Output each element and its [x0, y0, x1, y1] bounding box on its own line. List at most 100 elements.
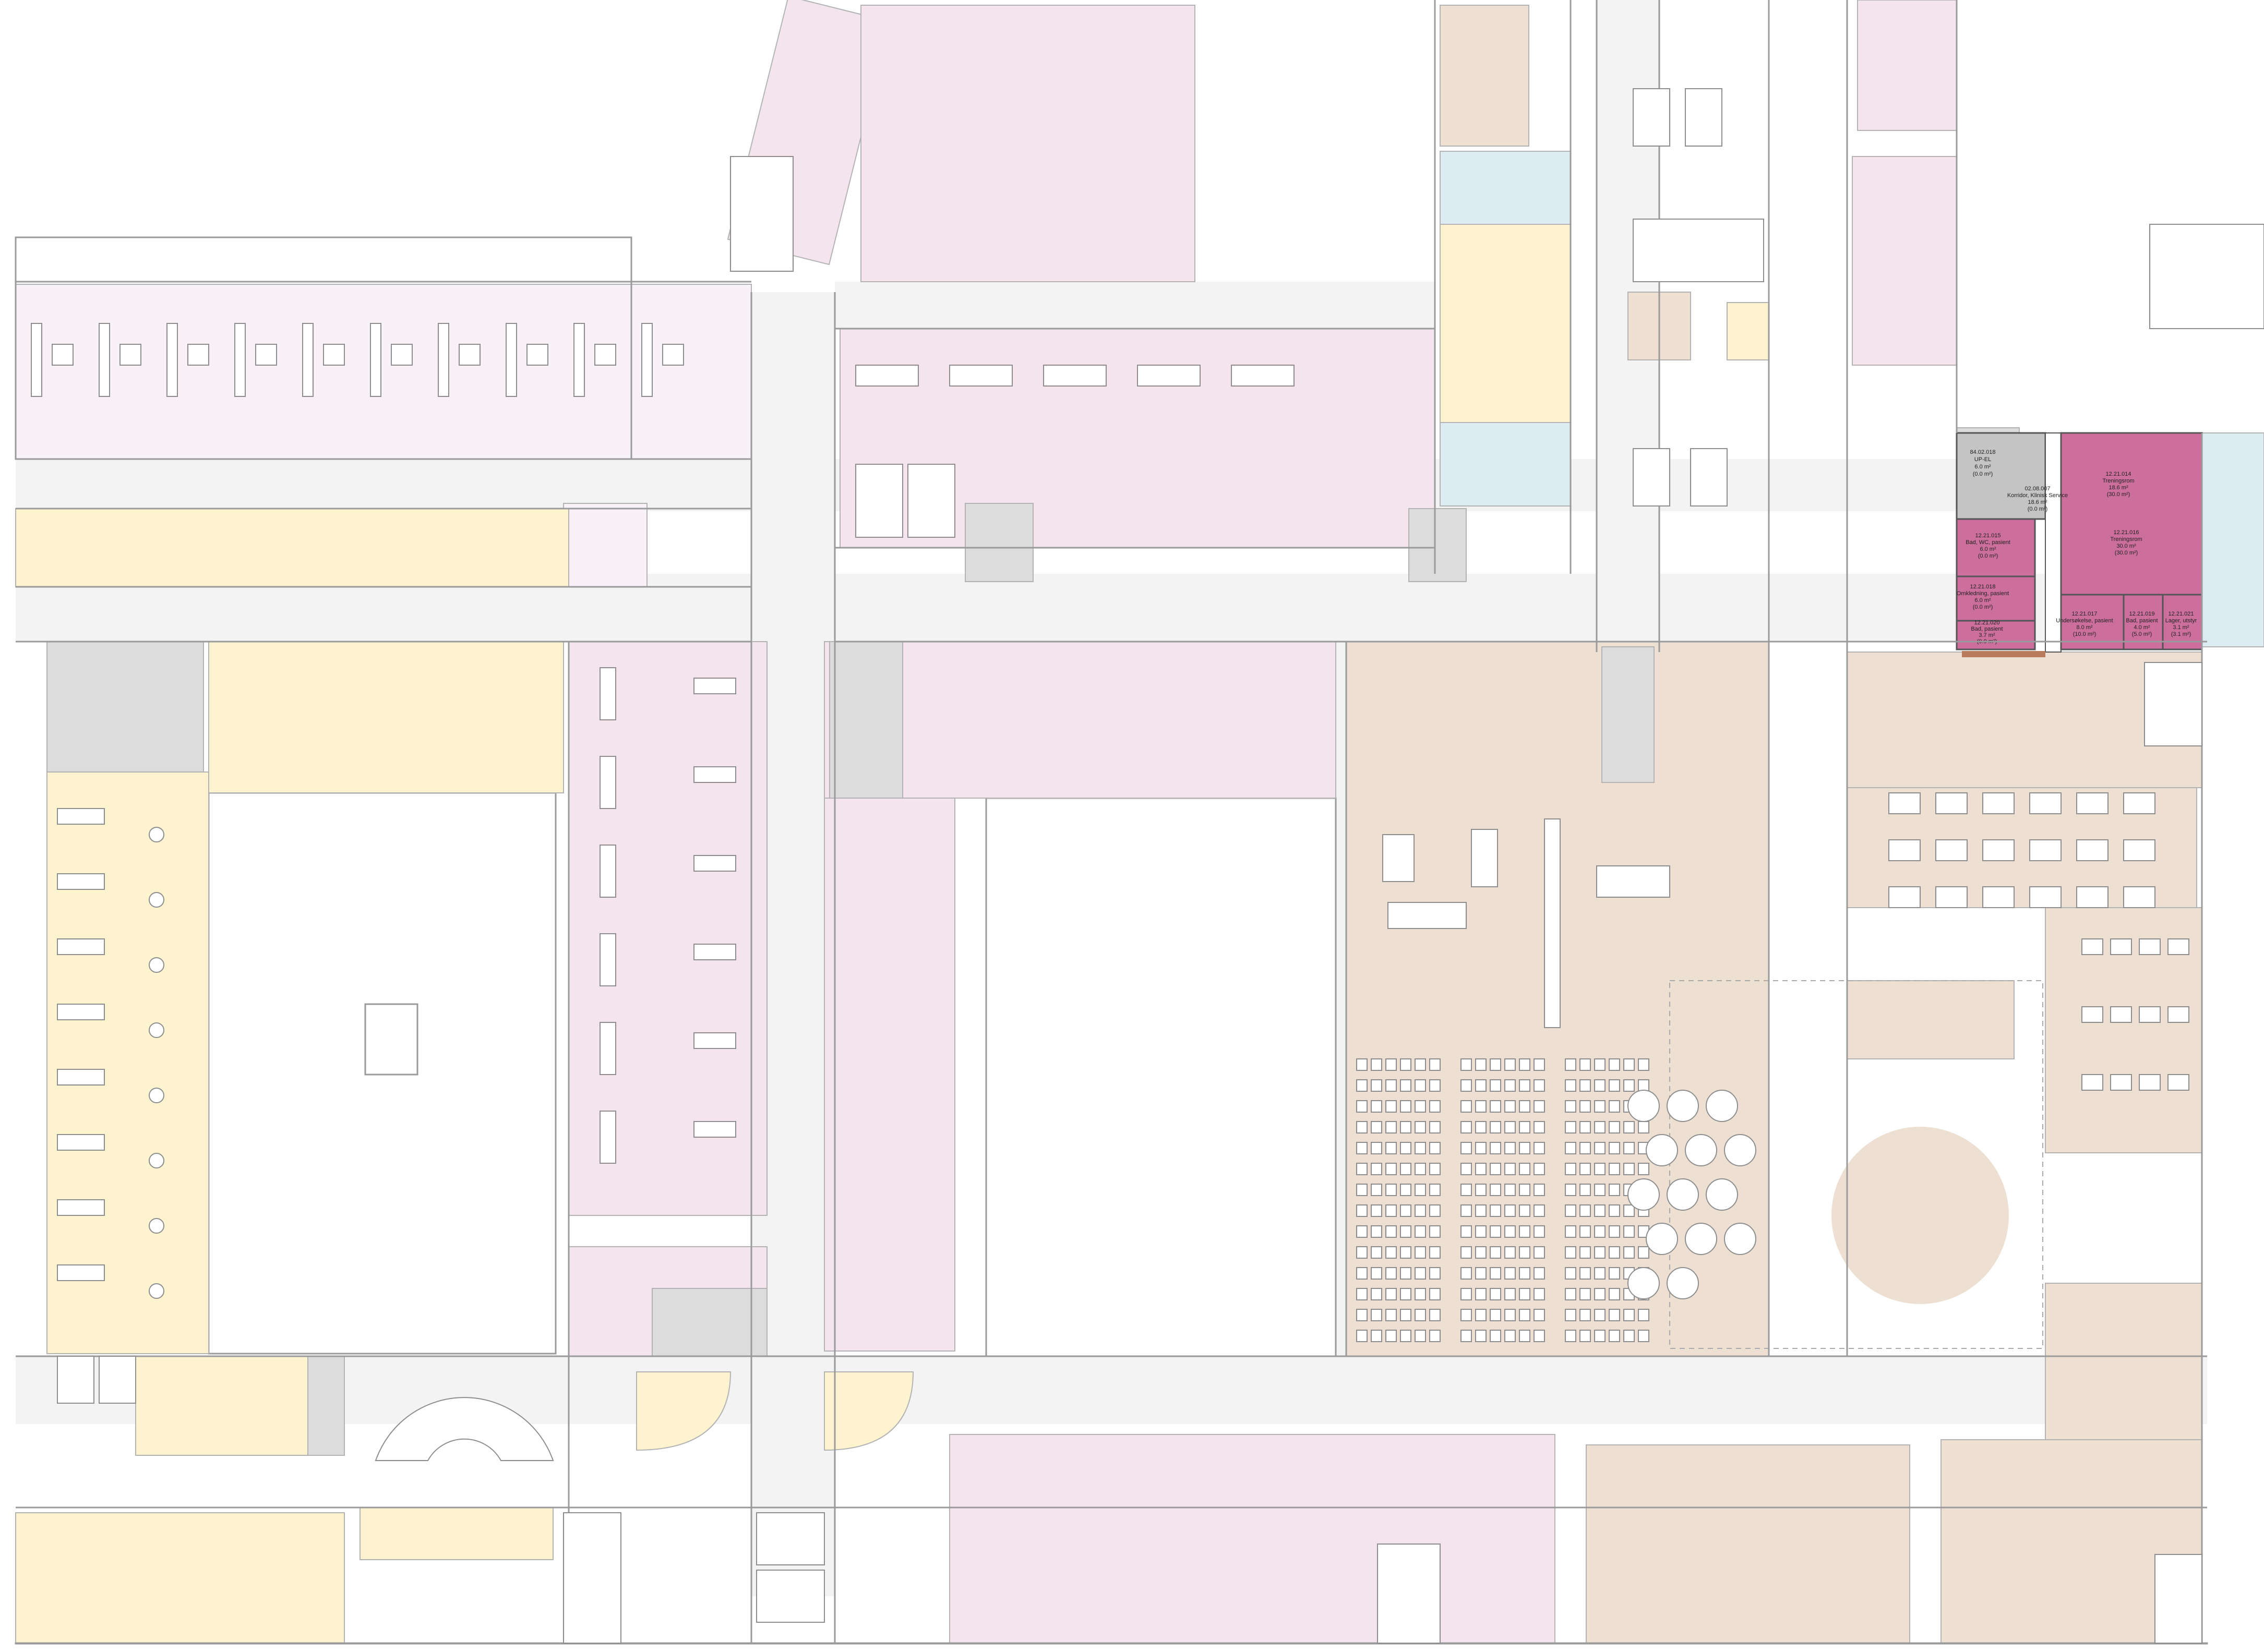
seat [1565, 1288, 1576, 1300]
seat [1534, 1204, 1545, 1217]
hl-room-west-a [1956, 518, 2036, 577]
seat [1400, 1204, 1411, 1217]
table [2167, 938, 2189, 955]
seat [1623, 1225, 1635, 1238]
seat [1594, 1058, 1606, 1071]
seat [1565, 1058, 1576, 1071]
seat [1534, 1309, 1545, 1321]
table [2139, 1074, 2161, 1091]
room-label-name: Bad, WC, pasient [1966, 539, 2010, 546]
room-label-id: 12.21.020 [1974, 620, 2000, 626]
seat [1429, 1100, 1441, 1113]
seat [1579, 1163, 1591, 1175]
room-label-name: Omkledning, pasient [1957, 590, 2009, 597]
seat [1504, 1184, 1516, 1196]
seat [1475, 1079, 1487, 1092]
chair [149, 827, 164, 842]
seat [1371, 1163, 1382, 1175]
room-label-name: UP-EL [1974, 456, 1991, 463]
seat [1623, 1142, 1635, 1154]
table [1888, 886, 1921, 908]
highlighted-suite [1956, 432, 2203, 657]
courtyard-east [985, 797, 1337, 1357]
seat [1371, 1309, 1382, 1321]
seat [1638, 1079, 1649, 1092]
seat [1429, 1184, 1441, 1196]
seat [1356, 1267, 1368, 1280]
desk [52, 344, 74, 366]
room-label-extra: (3.1 m²) [2171, 631, 2191, 637]
seat [1356, 1121, 1368, 1134]
seat [1400, 1163, 1411, 1175]
seat [1385, 1267, 1397, 1280]
seat [1415, 1246, 1426, 1259]
desk [526, 344, 548, 366]
lift-core [57, 1356, 94, 1404]
round-table [1667, 1090, 1699, 1122]
seat [1371, 1267, 1382, 1280]
round-table [1724, 1223, 1756, 1255]
seat [1565, 1079, 1576, 1092]
room-label-extra: (0.0 m²) [1973, 604, 1993, 610]
seat [1429, 1121, 1441, 1134]
hl-room-south-b [2123, 594, 2164, 650]
seat [1415, 1288, 1426, 1300]
bed [573, 323, 585, 397]
seat [1371, 1100, 1382, 1113]
stair-core [2154, 1554, 2202, 1644]
seat [1460, 1204, 1472, 1217]
lower-corridor [16, 1356, 2207, 1424]
seat [1565, 1121, 1576, 1134]
seat [1475, 1246, 1487, 1259]
seat [1371, 1058, 1382, 1071]
bench [693, 678, 736, 694]
lift-core [1690, 448, 1728, 507]
round-table [1627, 1090, 1660, 1122]
seat [1415, 1309, 1426, 1321]
table [2081, 938, 2103, 955]
seat [1565, 1309, 1576, 1321]
seat [1609, 1204, 1620, 1217]
seat [1356, 1184, 1368, 1196]
seat [1565, 1100, 1576, 1113]
seat [1623, 1246, 1635, 1259]
bed [302, 323, 314, 397]
seat [1519, 1079, 1530, 1092]
seat [1504, 1058, 1516, 1071]
table [1888, 839, 1921, 861]
seat [1534, 1246, 1545, 1259]
room-label-id: 84.02.018 [1970, 449, 1996, 455]
seat [1594, 1330, 1606, 1342]
desk [187, 344, 209, 366]
desk [255, 344, 277, 366]
chair [149, 1153, 164, 1168]
seat [1429, 1204, 1441, 1217]
seat [1534, 1330, 1545, 1342]
lift-core [99, 1356, 136, 1404]
seat [1475, 1184, 1487, 1196]
seat [1534, 1225, 1545, 1238]
seat [1385, 1163, 1397, 1175]
seat [1519, 1246, 1530, 1259]
seat [1475, 1058, 1487, 1071]
skylight-grid [2149, 224, 2264, 329]
seat [1400, 1225, 1411, 1238]
bench [855, 365, 919, 387]
table [1935, 839, 1968, 861]
stair-lift-cores [57, 88, 2264, 1644]
round-table [1627, 1267, 1660, 1299]
seat [1504, 1142, 1516, 1154]
seat [1475, 1142, 1487, 1154]
seat [1519, 1288, 1530, 1300]
seat [1504, 1225, 1516, 1238]
round-table [1685, 1223, 1717, 1255]
seat [1594, 1288, 1606, 1300]
seat [1579, 1142, 1591, 1154]
room-label-area: 8.0 m² [2076, 624, 2093, 631]
table [2081, 1074, 2103, 1091]
seat [1534, 1288, 1545, 1300]
bench [600, 845, 616, 898]
stair-core [563, 1512, 621, 1644]
seat [1504, 1204, 1516, 1217]
